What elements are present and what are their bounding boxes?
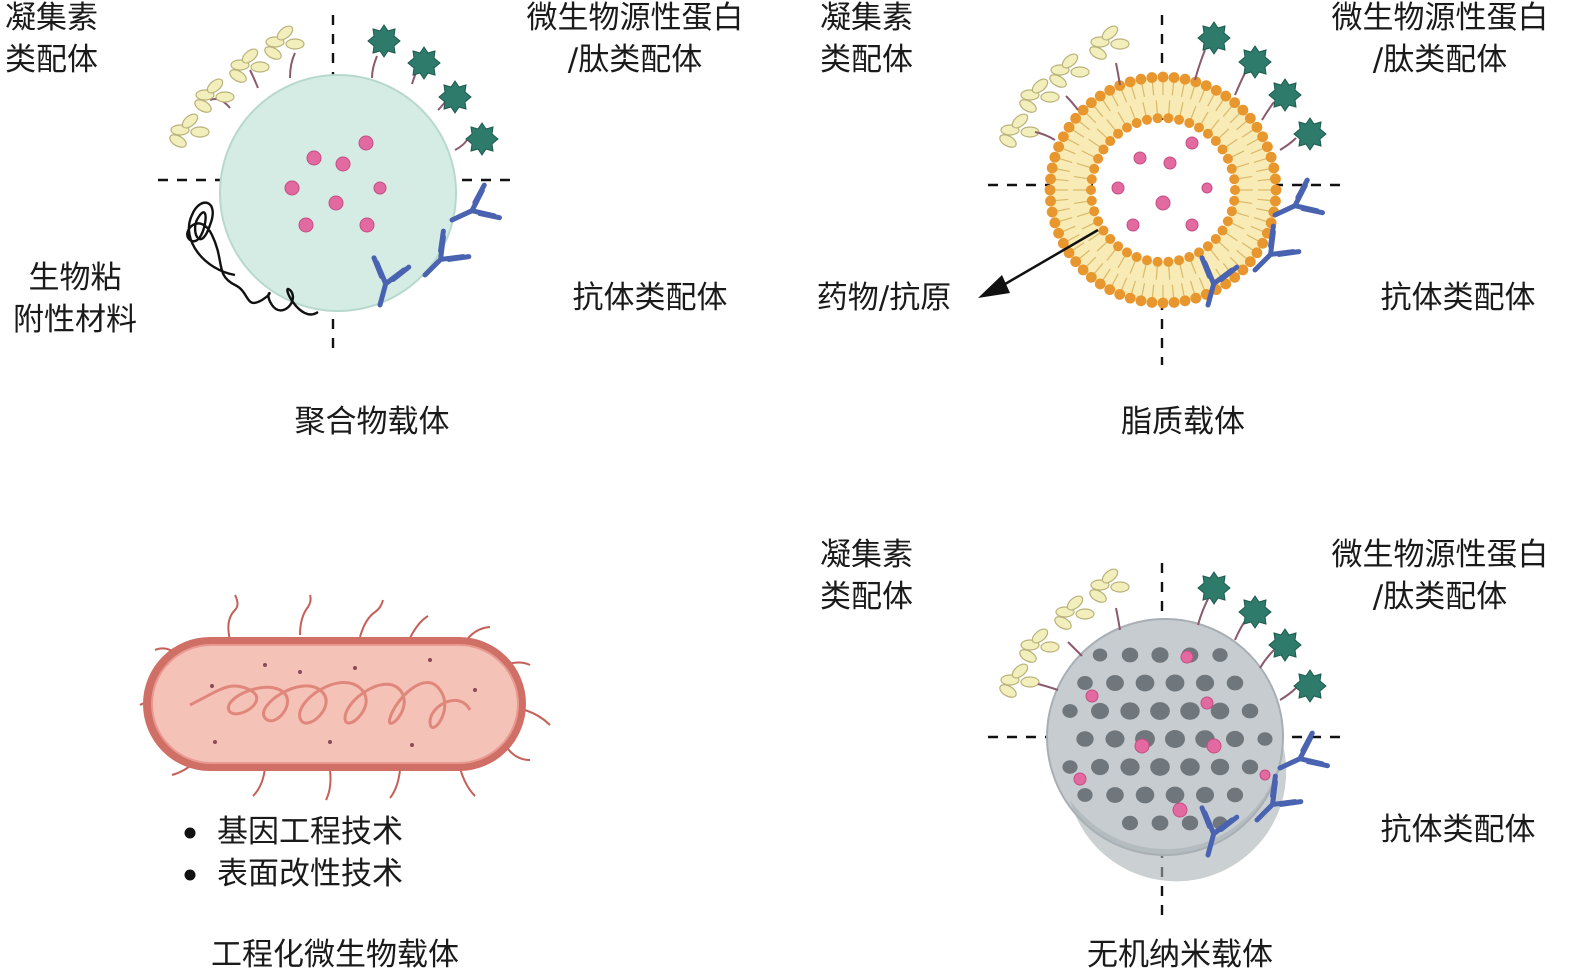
- polymer-lectin-label-1: 凝集素: [5, 0, 98, 36]
- microbe-bullet-2: 表面改性技术: [217, 856, 403, 892]
- inorganic-sphere-shade: [1070, 745, 1287, 882]
- lipid-drug-label: 药物/抗原: [817, 280, 951, 316]
- drug-arrow-line: [999, 228, 1099, 289]
- polymer-drug-dots: [284, 135, 387, 233]
- bioadhesive-polymer-chain: [186, 201, 319, 316]
- lipid-title: 脂质载体: [1121, 404, 1245, 440]
- lipid-microbial-ligands: [1194, 21, 1327, 151]
- lipid-microbial-label-2: /肽类配体: [1373, 42, 1507, 78]
- microbe-title: 工程化微生物载体: [211, 937, 459, 973]
- lipid-lectin-label-1: 凝集素: [820, 0, 913, 36]
- bullet-icon-2: [184, 869, 196, 881]
- polymer-title: 聚合物载体: [295, 404, 450, 440]
- inorganic-lectin-ligands: [997, 565, 1130, 701]
- microbe-panel: 基因工程技术 表面改性技术 工程化微生物载体: [139, 594, 551, 973]
- lipid-drug-dots: [1111, 136, 1213, 232]
- polymer-bioadhesive-label-2: 附性材料: [13, 302, 137, 338]
- polymer-microbial-ligands: [367, 24, 499, 156]
- lipid-panel: 凝集素 类配体 微生物源性蛋白 /肽类配体 药物/抗原 抗体类配体 脂质载体: [817, 0, 1549, 440]
- inorganic-lectin-label-2: 类配体: [820, 579, 913, 615]
- inorganic-title: 无机纳米载体: [1087, 937, 1273, 973]
- inorganic-antibody-label: 抗体类配体: [1381, 812, 1536, 848]
- lipid-microbial-label-1: 微生物源性蛋白: [1332, 0, 1549, 36]
- inorganic-panel: 凝集素 类配体 微生物源性蛋白 /肽类配体 抗体类配体 无机纳米载体: [820, 537, 1549, 973]
- inorganic-microbial-label-2: /肽类配体: [1373, 579, 1507, 615]
- microbe-bullet-1: 基因工程技术: [217, 814, 403, 850]
- lipid-antibody-label: 抗体类配体: [1381, 280, 1536, 316]
- lipid-lectin-label-2: 类配体: [820, 42, 913, 78]
- lipid-bilayer: [1044, 71, 1282, 309]
- microbe-granules: [210, 658, 477, 747]
- polymer-microbial-label-2: /肽类配体: [568, 42, 702, 78]
- polymer-lectin-label-2: 类配体: [5, 42, 98, 78]
- polymer-panel: 凝集素 类配体 微生物源性蛋白 /肽类配体 生物粘 附性材料 抗体类配体 聚合物…: [5, 0, 744, 440]
- polymer-lectin-ligands: [167, 22, 305, 151]
- microbe-dna: [189, 680, 472, 730]
- drug-arrow-head: [978, 275, 1010, 298]
- inorganic-microbial-ligands: [1197, 571, 1327, 703]
- inorganic-microbial-label-1: 微生物源性蛋白: [1332, 537, 1549, 573]
- inorganic-lectin-label-1: 凝集素: [820, 537, 913, 573]
- polymer-microbial-label-1: 微生物源性蛋白: [527, 0, 744, 36]
- polymer-sphere: [219, 74, 457, 312]
- polymer-bioadhesive-label-1: 生物粘: [29, 260, 122, 296]
- polymer-antibody-label: 抗体类配体: [573, 280, 728, 316]
- bullet-icon-1: [184, 827, 196, 839]
- microbe-cell-body: [151, 644, 519, 764]
- inorganic-pores: [1062, 647, 1273, 831]
- lipid-lectin-ligands: [997, 22, 1130, 151]
- inorganic-drug-dots: [1073, 650, 1271, 818]
